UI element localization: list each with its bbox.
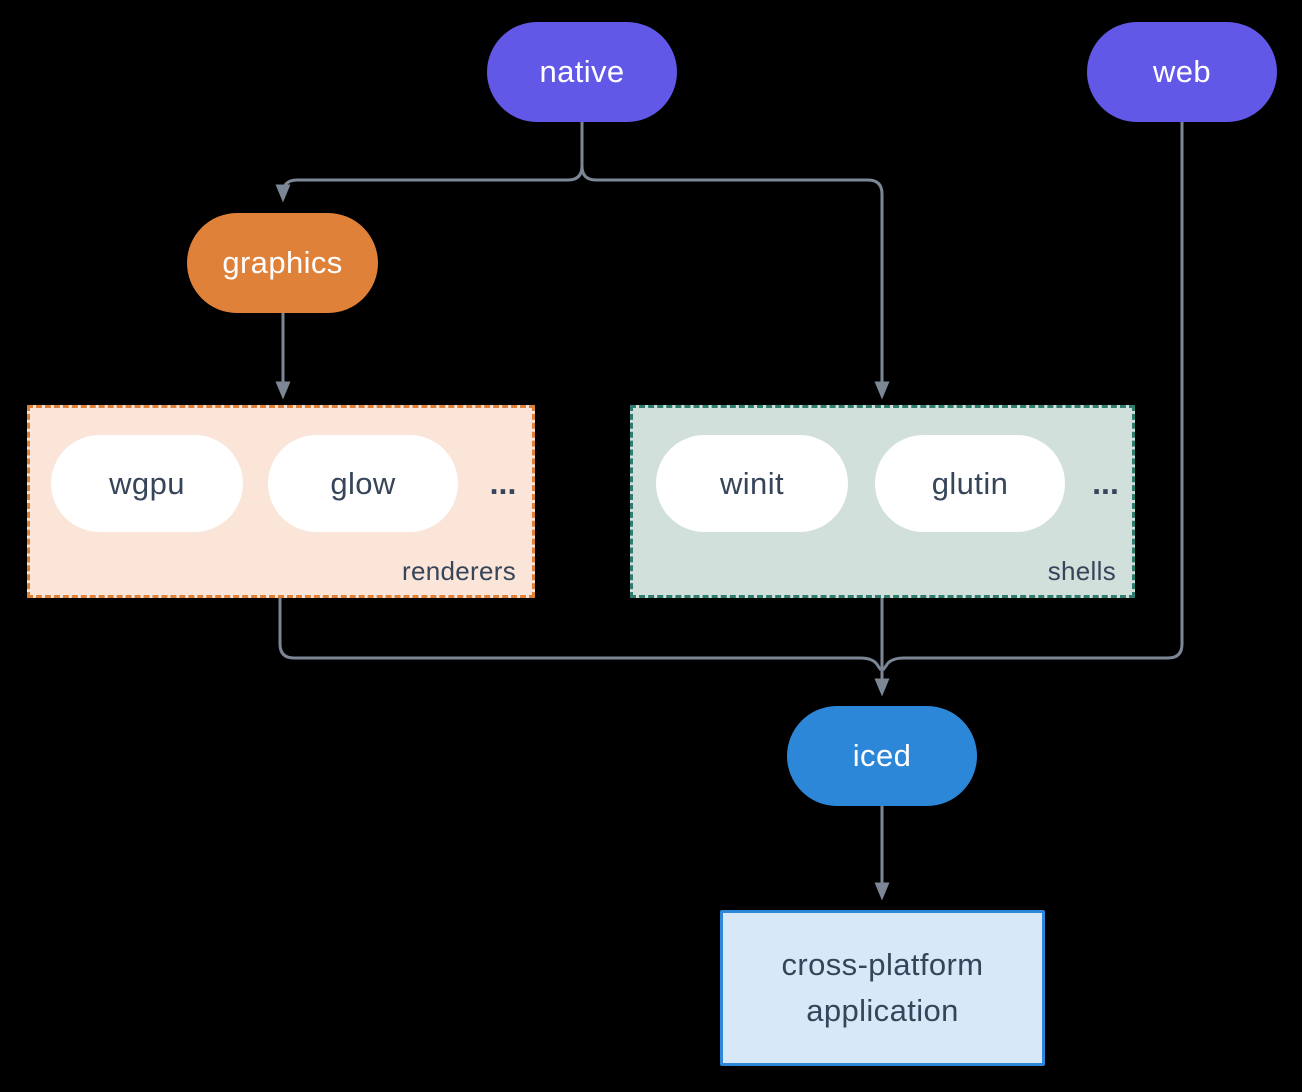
group-shells: winit glutin ... shells (630, 405, 1135, 598)
pill-wgpu: wgpu (51, 435, 243, 532)
node-iced-label: iced (852, 738, 912, 773)
edge-native-shells (580, 122, 890, 400)
node-native: native (487, 22, 677, 122)
renderers-ellipsis: ... (489, 465, 517, 501)
group-label-shells: shells (1047, 556, 1116, 586)
pill-glow: glow (268, 435, 458, 532)
group-renderers: wgpu glow ... renderers (27, 405, 535, 598)
node-native-label: native (539, 54, 625, 89)
node-graphics: graphics (187, 213, 378, 313)
application-label-line2: application (806, 993, 959, 1028)
group-label-renderers: renderers (402, 556, 516, 586)
edge-renderers-iced (278, 598, 883, 671)
pill-wgpu-label: wgpu (109, 465, 185, 501)
pill-glow-label: glow (330, 465, 396, 501)
node-iced: iced (787, 706, 977, 806)
edge-native-graphics (275, 122, 584, 203)
node-web-label: web (1152, 54, 1212, 89)
application-label-line1: cross-platform (781, 946, 984, 982)
node-application: cross-platform application (720, 910, 1045, 1066)
node-graphics-label: graphics (222, 245, 343, 280)
pill-glutin-label: glutin (931, 465, 1009, 501)
pill-winit: winit (656, 435, 848, 532)
pill-winit-label: winit (719, 465, 784, 501)
shells-ellipsis: ... (1092, 465, 1119, 501)
pill-glutin: glutin (875, 435, 1065, 532)
node-web: web (1087, 22, 1277, 122)
